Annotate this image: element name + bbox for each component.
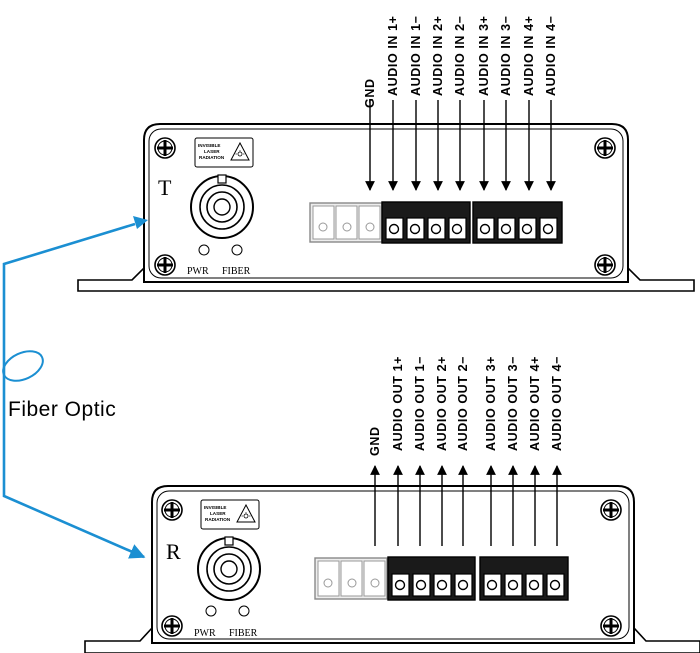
fiber-port[interactable]	[190, 174, 254, 239]
laser-warning-line: RADIATION	[199, 155, 225, 160]
signal-arrows	[365, 100, 556, 191]
signal-label: AUDIO IN 3−	[499, 15, 513, 96]
transmitter-unit: INVISIBLE LASER RADIATION T PWR FIBER	[77, 15, 695, 292]
screw-icon	[600, 499, 622, 521]
laser-warning-line: INVISIBLE	[204, 505, 226, 510]
signal-label: AUDIO OUT 3+	[484, 356, 498, 451]
fiber-led	[238, 605, 250, 617]
laser-warning-line: LASER	[204, 149, 220, 154]
screw-icon	[594, 254, 616, 276]
pwr-led	[205, 605, 217, 617]
unused-terminal-block	[309, 202, 383, 243]
laser-hazard-icon	[230, 141, 250, 161]
screw-icon	[161, 499, 183, 521]
signal-label: AUDIO IN 2−	[453, 15, 467, 96]
screw-icon	[594, 137, 616, 159]
signal-label: GND	[368, 426, 382, 456]
signal-label: AUDIO OUT 1+	[391, 356, 405, 451]
fiber-optic-label: Fiber Optic	[8, 398, 116, 421]
unused-terminal-block	[314, 557, 388, 600]
signal-label: GND	[363, 78, 377, 108]
laser-hazard-icon	[236, 503, 256, 523]
unit-letter: T	[158, 175, 172, 200]
laser-warning-label: INVISIBLE LASER RADIATION	[194, 137, 254, 168]
signal-label: AUDIO IN 4−	[544, 15, 558, 96]
laser-warning-line: RADIATION	[205, 517, 231, 522]
fiber-port[interactable]	[197, 536, 261, 601]
pwr-label: PWR	[187, 266, 209, 277]
screw-icon	[154, 254, 176, 276]
unit-letter: R	[166, 539, 181, 564]
signal-label: AUDIO OUT 2+	[435, 356, 449, 451]
signal-arrows	[370, 465, 562, 546]
laser-warning-label: INVISIBLE LASER RADIATION	[200, 499, 260, 530]
pwr-label: PWR	[194, 628, 216, 639]
fiber-cable-line	[2, 222, 146, 559]
receiver-unit: INVISIBLE LASER RADIATION R PWR FIBER	[84, 356, 700, 653]
terminal-block	[472, 201, 563, 244]
terminal-block	[381, 201, 471, 244]
signal-label: AUDIO IN 4+	[522, 15, 536, 96]
signal-label: AUDIO OUT 1−	[413, 356, 427, 451]
screw-icon	[154, 137, 176, 159]
fiber-optic-cable	[2, 216, 148, 559]
signal-label: AUDIO OUT 3−	[506, 356, 520, 451]
signal-label: AUDIO IN 3+	[477, 15, 491, 96]
signal-label: AUDIO IN 2+	[431, 15, 445, 96]
screw-icon	[600, 615, 622, 637]
pwr-led	[198, 244, 210, 256]
laser-warning-line: LASER	[210, 511, 226, 516]
signal-labels: GND AUDIO IN 1+ AUDIO IN 1− AUDIO IN 2+ AUDI…	[363, 15, 558, 108]
fiber-led-label: FIBER	[222, 266, 251, 277]
laser-warning-line: INVISIBLE	[198, 143, 220, 148]
fiber-led	[231, 244, 243, 256]
terminal-block	[387, 556, 476, 601]
fiber-led-label: FIBER	[229, 628, 258, 639]
signal-label: AUDIO OUT 2−	[456, 356, 470, 451]
fiber-arrow-head	[133, 216, 148, 229]
cable-bundle-loop-icon	[2, 350, 44, 382]
screw-icon	[161, 615, 183, 637]
signal-label: AUDIO OUT 4+	[528, 356, 542, 451]
signal-label: AUDIO OUT 4−	[550, 356, 564, 451]
signal-label: AUDIO IN 1+	[386, 15, 400, 96]
signal-label: AUDIO IN 1−	[409, 15, 423, 96]
signal-labels: GND AUDIO OUT 1+ AUDIO OUT 1− AUDIO OUT 2+ A…	[368, 356, 564, 456]
terminal-block	[479, 556, 569, 601]
